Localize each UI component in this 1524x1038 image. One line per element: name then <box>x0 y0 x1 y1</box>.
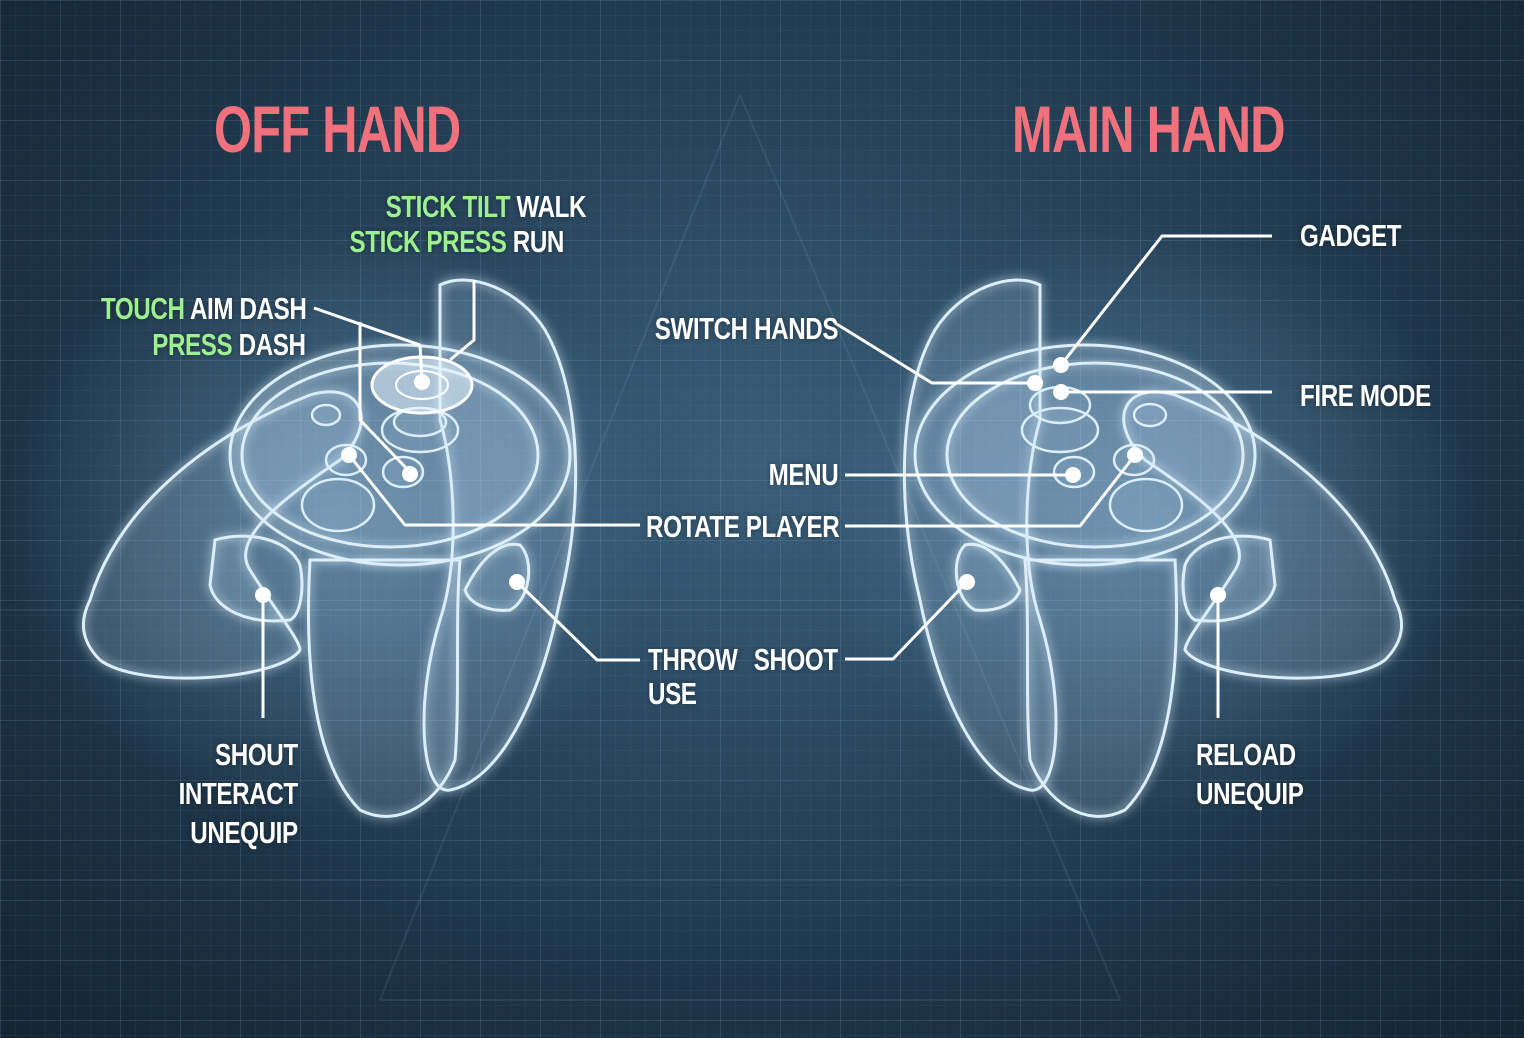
stick-press-key: STICK PRESS <box>349 224 507 259</box>
shoot-label: SHOOT <box>753 642 838 677</box>
stick-tilt-label: STICK TILT WALK <box>385 190 586 224</box>
stick-tilt-action: WALK <box>516 189 586 224</box>
stick-press-action: RUN <box>512 224 565 259</box>
dot-gadget <box>1053 357 1069 373</box>
grip-action-reload: RELOAD <box>1196 737 1296 772</box>
fire-mode-label: FIRE MODE <box>1300 378 1431 413</box>
press-key: PRESS <box>152 327 233 362</box>
line-rotate-right <box>845 454 1137 528</box>
line-rotate-left <box>347 454 640 527</box>
rotate-player-label: ROTATE PLAYER <box>646 509 840 544</box>
off-hand-title: OFF HAND <box>214 92 461 166</box>
callout-dots <box>255 357 1226 603</box>
main-hand-title: MAIN HAND <box>1012 92 1286 166</box>
dot-rotate-left <box>341 447 357 463</box>
line-shoot <box>845 580 969 661</box>
dot-fire-mode <box>1053 384 1069 400</box>
press-dash-label: PRESS DASH <box>152 327 307 362</box>
dot-switch-hands <box>1027 375 1043 391</box>
dot-trigger-left <box>509 574 525 590</box>
line-throw <box>515 580 640 662</box>
throw-action: THROW <box>648 642 738 677</box>
grip-action-unequip: UNEQUIP <box>190 815 299 850</box>
line-stick <box>449 280 476 362</box>
press-action: DASH <box>239 327 306 362</box>
dot-menu <box>1065 467 1081 483</box>
dot-stick <box>414 374 430 390</box>
line-gadget <box>1059 234 1272 366</box>
main-hand-grip-actions: RELOAD UNEQUIP <box>1196 735 1304 813</box>
stick-press-label: STICK PRESS RUN <box>349 225 564 259</box>
grip-action-unequip-main: UNEQUIP <box>1196 776 1304 811</box>
off-hand-grip-actions: SHOUT INTERACT UNEQUIP <box>178 735 299 852</box>
right-controller-controls <box>1020 385 1184 533</box>
stick-tilt-key: STICK TILT <box>385 189 511 224</box>
dot-grip-left <box>255 587 271 603</box>
line-stick-touch <box>313 306 424 381</box>
right-controller <box>902 278 1404 818</box>
throw-use-label: THROW USE <box>648 642 738 711</box>
menu-label: MENU <box>768 457 838 492</box>
use-action: USE <box>648 676 697 711</box>
switch-hands-label: SWITCH HANDS <box>654 311 839 346</box>
line-aim-dash <box>358 322 412 474</box>
dot-aim-dash <box>402 466 418 482</box>
gadget-label: GADGET <box>1300 218 1402 253</box>
grip-action-shout: SHOUT <box>215 737 298 772</box>
line-switch-hands <box>834 321 1035 385</box>
touch-action: AIM DASH <box>189 291 307 326</box>
touch-key: TOUCH <box>100 291 185 326</box>
dot-trigger-right <box>959 574 975 590</box>
touch-aim-dash-label: TOUCH AIM DASH <box>100 291 307 326</box>
dot-rotate-right <box>1127 447 1143 463</box>
callout-lines <box>261 234 1272 718</box>
grip-action-interact: INTERACT <box>178 776 299 811</box>
dot-grip-right <box>1210 587 1226 603</box>
